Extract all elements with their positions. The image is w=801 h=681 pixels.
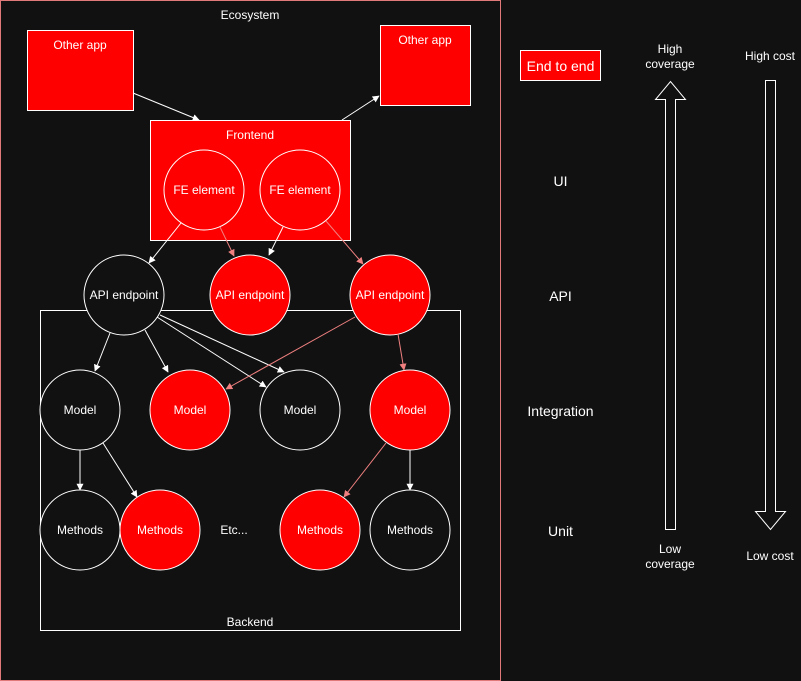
model-node-3	[259, 369, 341, 451]
fe-element-label-1: FE element	[173, 183, 235, 197]
high-coverage-line2: coverage	[645, 57, 695, 71]
other-app-label-right: Other app	[398, 33, 452, 47]
arrow-api3-model2	[225, 316, 356, 390]
api-endpoint-node-3	[349, 254, 431, 336]
model-label-1: Model	[64, 403, 97, 417]
etc-label: Etc...	[220, 523, 247, 537]
arrow-api1-model3a	[156, 316, 267, 388]
methods-label-1: Methods	[57, 523, 103, 537]
model-node-2	[149, 369, 231, 451]
end-to-end-badge	[520, 50, 601, 81]
other-app-label-left: Other app	[53, 38, 107, 52]
arrow-fe1-api1	[148, 222, 182, 264]
level-unit: Unit	[548, 523, 573, 539]
white-arrows	[76, 92, 414, 498]
arrow-fe2-api3	[325, 220, 364, 265]
arrow-model4-methods3	[343, 442, 387, 498]
level-api: API	[549, 288, 572, 304]
arrow-api1-model2	[144, 329, 169, 373]
api-endpoint-label-2: API endpoint	[216, 288, 285, 302]
ecosystem-label: Ecosystem	[221, 8, 280, 22]
low-coverage-line2: coverage	[645, 557, 695, 571]
arrow-fe1-api2	[219, 226, 235, 257]
methods-label-3: Methods	[297, 523, 343, 537]
methods-node-2	[119, 489, 201, 571]
arrow-fe2-api2	[268, 226, 284, 256]
model-label-4: Model	[394, 403, 427, 417]
fe-element-label-2: FE element	[269, 183, 331, 197]
arrow-api3-model4	[397, 333, 407, 371]
api-endpoint-label-1: API endpoint	[90, 288, 159, 302]
fe-element-node-2	[259, 149, 341, 231]
low-cost-label: Low cost	[746, 549, 794, 563]
other-app-box-left	[27, 30, 134, 111]
arrow-api1-model3b	[159, 314, 285, 373]
end-to-end-label: End to end	[527, 58, 595, 74]
api-endpoint-node-1	[83, 254, 165, 336]
methods-node-3	[279, 489, 361, 571]
backend-container	[40, 310, 461, 631]
backend-label: Backend	[227, 615, 274, 629]
arrow-frontend-otherapp	[341, 95, 380, 121]
level-ui: UI	[554, 173, 568, 189]
model-label-3: Model	[284, 403, 317, 417]
methods-label-4: Methods	[387, 523, 433, 537]
frontend-label: Frontend	[226, 128, 274, 142]
arrow-model1-methods2	[102, 442, 138, 498]
level-integration: Integration	[527, 403, 593, 419]
api-endpoint-node-2	[209, 254, 291, 336]
fe-element-node-1	[163, 149, 245, 231]
high-cost-label: High cost	[745, 49, 796, 63]
high-coverage-line1: High	[658, 42, 683, 56]
low-coverage-line1: Low	[659, 542, 681, 556]
api-endpoint-label-3: API endpoint	[356, 288, 425, 302]
red-arrows	[219, 220, 407, 498]
methods-label-2: Methods	[137, 523, 183, 537]
arrow-api1-model1	[94, 332, 111, 372]
model-label-2: Model	[174, 403, 207, 417]
coverage-up-arrow	[654, 80, 687, 530]
other-app-box-right	[380, 25, 471, 106]
arrow-otherapp-frontend	[132, 92, 200, 121]
cost-down-arrow	[754, 80, 787, 531]
